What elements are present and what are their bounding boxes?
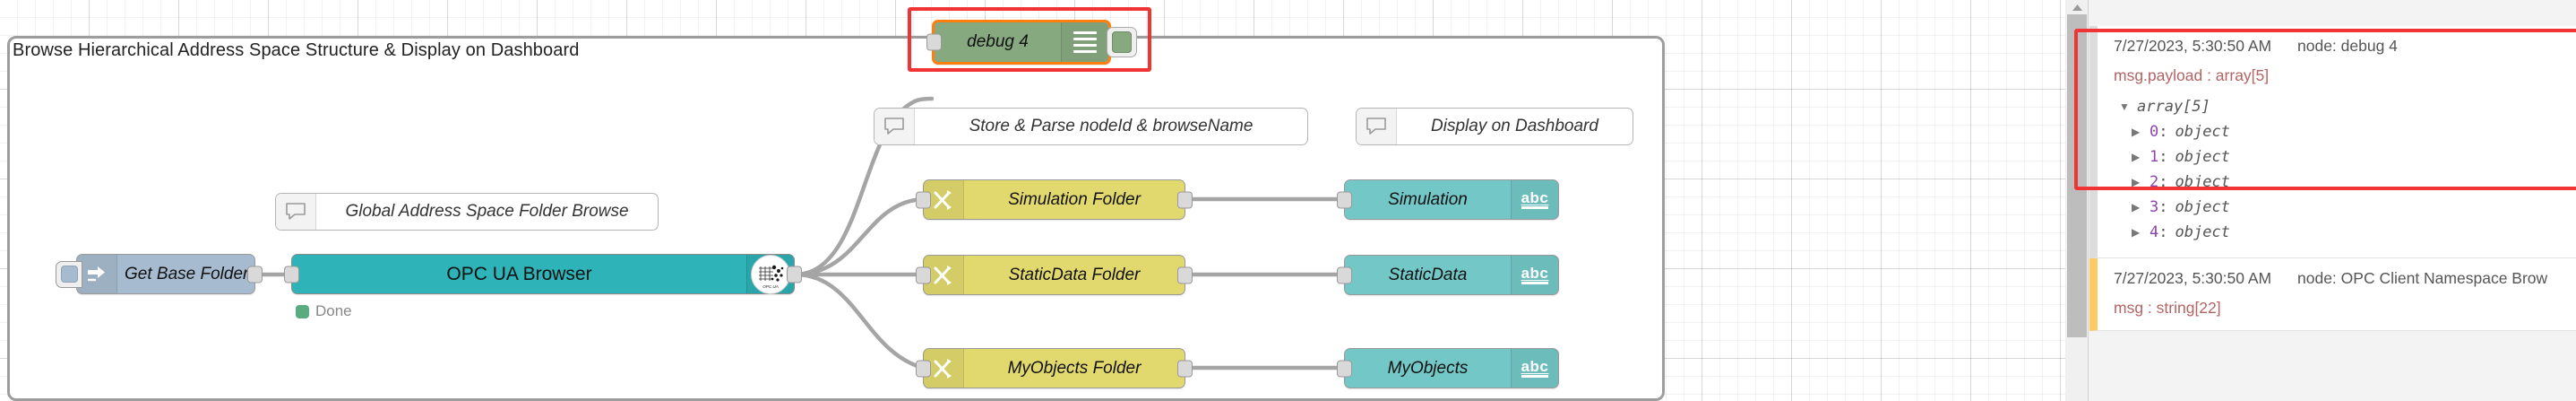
twisty-collapsed-icon[interactable]: ▶ — [2132, 201, 2141, 214]
debug-timestamp: 7/27/2023, 5:30:50 AM — [2114, 37, 2272, 55]
debug-tree-item[interactable]: ▶ 4 : object — [2114, 220, 2563, 245]
node-label: Simulation Folder — [1008, 189, 1141, 209]
node-label: Display on Dashboard — [1431, 117, 1598, 135]
debug-source-node: node: OPC Client Namespace Brow — [2297, 269, 2548, 287]
debug-source-node: node: debug 4 — [2297, 37, 2398, 55]
debug-message-topic: msg : string[22] — [2114, 299, 2221, 317]
node-comment-display-dashboard[interactable]: Display on Dashboard — [1356, 108, 1633, 145]
twisty-collapsed-icon[interactable]: ▶ — [2132, 151, 2141, 163]
debug-message-list[interactable]: 7/27/2023, 5:30:50 AM node: debug 4 msg.… — [2089, 0, 2576, 401]
debug-tree-item[interactable]: ▶ 1 : object — [2114, 144, 2563, 170]
scrollbar-thumb[interactable] — [2067, 14, 2087, 337]
debug-item-separator: : — [2158, 148, 2168, 166]
debug-tree-root[interactable]: ▼ array[5] — [2114, 94, 2563, 119]
debug-message-topic: msg.payload : array[5] — [2114, 66, 2270, 84]
debug-sidebar[interactable]: 7/27/2023, 5:30:50 AM node: debug 4 msg.… — [2065, 0, 2576, 401]
twisty-collapsed-icon[interactable]: ▶ — [2132, 226, 2141, 239]
debug-message-body[interactable]: ▼ array[5] ▶ 0 : object ▶ 1 : object — [2114, 94, 2563, 245]
debug-item-value: object — [2175, 123, 2230, 141]
debug-enable-toggle[interactable] — [1107, 27, 1137, 57]
node-output-port[interactable] — [247, 266, 263, 283]
node-input-port[interactable] — [1337, 360, 1352, 377]
node-label: Store & Parse nodeId & browseName — [969, 117, 1254, 135]
svg-text:OPC UA: OPC UA — [762, 284, 779, 289]
node-input-port[interactable] — [1337, 266, 1352, 283]
node-function-myobjects-folder[interactable]: MyObjects Folder — [916, 348, 1193, 388]
scroll-up-arrow-icon[interactable] — [2065, 0, 2089, 14]
node-uitext-staticdata[interactable]: StaticData abc — [1337, 255, 1559, 295]
node-status-opcua-browser: Done — [296, 302, 352, 320]
node-function-staticdata-folder[interactable]: StaticData Folder — [916, 255, 1193, 295]
node-label: MyObjects — [1387, 358, 1469, 378]
node-opcua-browser[interactable]: OPC UA Browser OPC — [284, 254, 802, 294]
node-label: StaticData — [1388, 265, 1468, 284]
node-comment-store-parse[interactable]: Store & Parse nodeId & browseName — [874, 108, 1308, 145]
debug-list-icon — [1061, 22, 1108, 62]
node-input-port[interactable] — [916, 266, 931, 283]
node-label: StaticData Folder — [1008, 265, 1141, 284]
debug-item-index: 1 — [2150, 148, 2159, 166]
node-debug-4[interactable]: debug 4 — [926, 20, 1137, 65]
flow-canvas[interactable]: Browse Hierarchical Address Space Struct… — [0, 0, 2065, 401]
sidebar-scrollbar[interactable] — [2065, 0, 2089, 401]
debug-tree-root-label: array[5] — [2137, 98, 2210, 116]
debug-tree-item[interactable]: ▶ 0 : object — [2114, 119, 2563, 144]
debug-item-index: 0 — [2150, 123, 2159, 141]
debug-item-value: object — [2175, 223, 2230, 241]
node-input-port[interactable] — [926, 33, 942, 51]
node-uitext-myobjects[interactable]: MyObjects abc — [1337, 348, 1559, 388]
node-label: Global Address Space Folder Browse — [345, 202, 629, 221]
abc-icon: abc — [1511, 180, 1558, 219]
abc-icon: abc — [1511, 256, 1558, 294]
debug-item-index: 4 — [2150, 223, 2159, 241]
node-label: OPC UA Browser — [446, 263, 592, 284]
debug-item-separator: : — [2158, 198, 2168, 216]
abc-icon: abc — [1511, 349, 1558, 388]
node-uitext-simulation[interactable]: Simulation abc — [1337, 179, 1559, 220]
node-input-port[interactable] — [916, 360, 931, 377]
debug-item-value: object — [2175, 198, 2230, 216]
node-output-port[interactable] — [1177, 266, 1193, 283]
debug-timestamp: 7/27/2023, 5:30:50 AM — [2114, 269, 2272, 287]
node-label: MyObjects Folder — [1007, 358, 1142, 378]
node-label: Get Base Folder Structure ¹ — [125, 264, 254, 283]
opcua-logo-icon: OPC UA — [746, 254, 794, 294]
comment-icon — [276, 194, 316, 230]
debug-item-index: 3 — [2150, 198, 2159, 216]
node-label: Simulation — [1388, 189, 1468, 209]
node-output-port[interactable] — [787, 266, 802, 283]
node-input-port[interactable] — [1337, 191, 1352, 208]
flow-group-label: Browse Hierarchical Address Space Struct… — [13, 40, 580, 60]
status-label: Done — [315, 302, 352, 319]
debug-item-index: 2 — [2150, 173, 2159, 191]
status-dot-icon — [296, 304, 309, 318]
debug-item-separator: : — [2158, 223, 2168, 241]
debug-message[interactable]: 7/27/2023, 5:30:50 AM node: OPC Client N… — [2089, 258, 2576, 331]
twisty-expanded-icon[interactable]: ▼ — [2119, 100, 2130, 113]
debug-item-value: object — [2175, 148, 2230, 166]
node-function-simulation-folder[interactable]: Simulation Folder — [916, 179, 1193, 220]
comment-icon — [874, 109, 915, 144]
twisty-collapsed-icon[interactable]: ▶ — [2132, 176, 2141, 188]
node-comment-global-browse[interactable]: Global Address Space Folder Browse — [275, 193, 659, 231]
node-input-port[interactable] — [916, 191, 931, 208]
twisty-collapsed-icon[interactable]: ▶ — [2132, 126, 2141, 138]
debug-message-header: 7/27/2023, 5:30:50 AM node: OPC Client N… — [2114, 269, 2563, 288]
node-inject-get-base-folder[interactable]: Get Base Folder Structure ¹ — [56, 254, 263, 294]
debug-message-header: 7/27/2023, 5:30:50 AM node: debug 4 — [2114, 37, 2563, 56]
debug-message[interactable]: 7/27/2023, 5:30:50 AM node: debug 4 msg.… — [2089, 26, 2576, 258]
node-label: debug 4 — [967, 32, 1029, 51]
debug-item-separator: : — [2158, 173, 2168, 191]
node-input-port[interactable] — [284, 266, 299, 283]
inject-arrow-icon — [77, 255, 117, 293]
function-icon — [924, 256, 964, 294]
inject-trigger-button[interactable] — [56, 260, 82, 288]
debug-item-separator: : — [2158, 123, 2168, 141]
node-output-port[interactable] — [1177, 191, 1193, 208]
node-output-port[interactable] — [1177, 360, 1193, 377]
debug-item-value: object — [2175, 173, 2230, 191]
debug-tree-item[interactable]: ▶ 2 : object — [2114, 170, 2563, 195]
comment-icon — [1357, 109, 1397, 144]
debug-tree-item[interactable]: ▶ 3 : object — [2114, 195, 2563, 220]
